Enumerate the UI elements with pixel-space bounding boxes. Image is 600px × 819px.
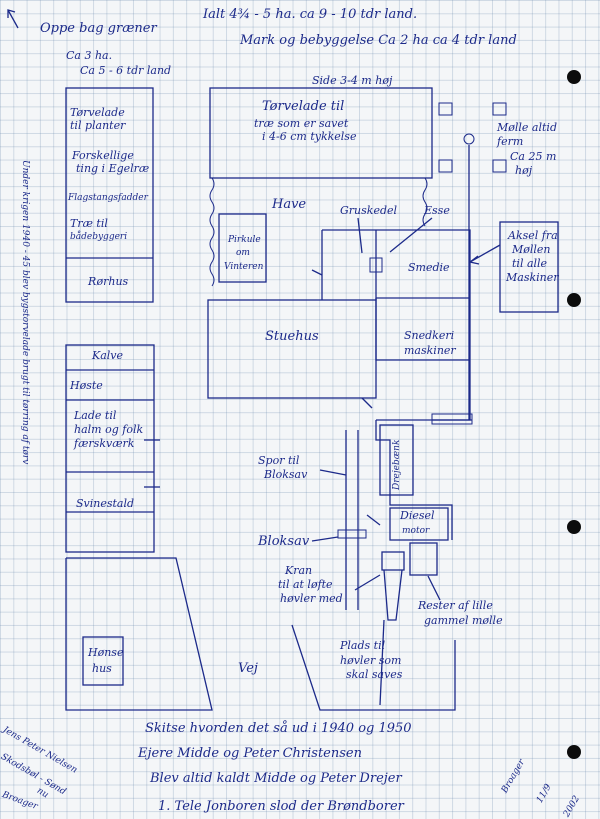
torvelade-main-label-2: træ som er savet	[254, 117, 349, 130]
honse-label: Hønse	[88, 646, 124, 659]
torvelade-main-label: Tørvelade til	[262, 99, 345, 114]
binder-hole-3	[567, 520, 581, 534]
header-farmland-area: Mark og bebyggelse Ca 2 ha ca 4 tdr land	[240, 33, 517, 48]
spor-label-2: Bloksav	[264, 468, 308, 481]
kran-label: Kran	[285, 564, 313, 577]
footer-note: 1. Tele Jonboren slod der Brøndborer	[158, 799, 404, 814]
binder-hole-1	[567, 70, 581, 84]
plads-label-2: høvler som	[340, 654, 402, 667]
have-label: Have	[272, 197, 307, 212]
tree-label-2: bådebyggeri	[70, 232, 128, 242]
plads-label-3: skal saves	[346, 668, 403, 681]
flagstangsfadder-label: Flagstangsfadder	[68, 193, 148, 203]
drejebaenk-label: Drejebænk	[392, 439, 402, 490]
header-total-area: Ialt 4¾ - 5 ha. ca 9 - 10 tdr land.	[203, 7, 418, 22]
snedkeri-label-2: maskiner	[404, 344, 456, 357]
footer-owners: Ejere Midde og Peter Christensen	[138, 746, 362, 761]
footer-nicknames: Blev altid kaldt Midde og Peter Drejer	[150, 771, 402, 786]
rester-label: Rester af lille	[418, 599, 493, 612]
aksel-label-2: Møllen	[512, 243, 551, 256]
side-height-note: Side 3-4 m høj	[312, 74, 393, 87]
lade-label-3: færskværk	[74, 437, 135, 450]
molle-label-2: ferm	[497, 135, 524, 148]
torvelade-main-label-3: i 4-6 cm tykkelse	[262, 130, 357, 143]
vej-label: Vej	[238, 661, 258, 676]
lade-label-2: halm og folk	[74, 423, 144, 436]
lade-label: Lade til	[74, 409, 117, 422]
diesel-label: Diesel	[400, 509, 435, 522]
roerhus-label: Rørhus	[88, 275, 129, 288]
diesel-label-2: motor	[402, 526, 430, 536]
forskellige-label: Forskellige	[72, 149, 134, 162]
kran-label-2: til at løfte	[278, 578, 333, 591]
snedkeri-label: Snedkeri	[404, 329, 455, 342]
svinestald-label: Svinestald	[76, 497, 135, 510]
molle-label-3: Ca 25 m	[510, 150, 557, 163]
footer-caption: Skitse hvorden det så ud i 1940 og 1950	[145, 721, 412, 736]
aksel-label-3: til alle	[512, 257, 548, 270]
pirkule-label-2: om	[236, 248, 250, 258]
rester-label-2: gammel mølle	[424, 614, 503, 627]
left-vertical-note: Under krigen 1940 - 45 blev bygstorvelad…	[20, 160, 30, 465]
pirkule-label: Pirkule	[228, 235, 261, 245]
binder-hole-2	[567, 293, 581, 307]
pirkule-label-3: Vinteren	[224, 262, 264, 272]
forskellige-label-2: ting i Egelræ	[76, 162, 150, 175]
kalve-label: Kalve	[92, 349, 124, 362]
corner-note-mid: Ca 3 ha.	[66, 49, 113, 62]
molle-label-4: høj	[515, 164, 533, 177]
kran-label-3: høvler med	[280, 592, 343, 605]
spor-label: Spor til	[258, 454, 300, 467]
bloksav-label: Bloksav	[258, 534, 310, 549]
aksel-label-4: Maskiner	[506, 271, 559, 284]
corner-note-top: Oppe bag græner	[40, 21, 157, 36]
molle-label: Mølle altid	[497, 121, 557, 134]
corner-note-bot: Ca 5 - 6 tdr land	[80, 64, 172, 77]
tree-label: Træ til	[70, 217, 108, 230]
torvelade-planter-label-2: til planter	[70, 119, 126, 132]
aksel-label: Aksel fra	[508, 229, 558, 242]
gruskedel-label: Gruskedel	[340, 204, 398, 217]
plads-label: Plads til	[340, 639, 386, 652]
esse-label: Esse	[424, 204, 450, 217]
hoste-label: Høste	[70, 379, 103, 392]
binder-hole-4	[567, 745, 581, 759]
honse-label-2: hus	[92, 662, 112, 675]
torvelade-planter-label: Tørvelade	[70, 106, 125, 119]
smedie-label: Smedie	[408, 261, 450, 274]
stuehus-label: Stuehus	[265, 329, 319, 344]
